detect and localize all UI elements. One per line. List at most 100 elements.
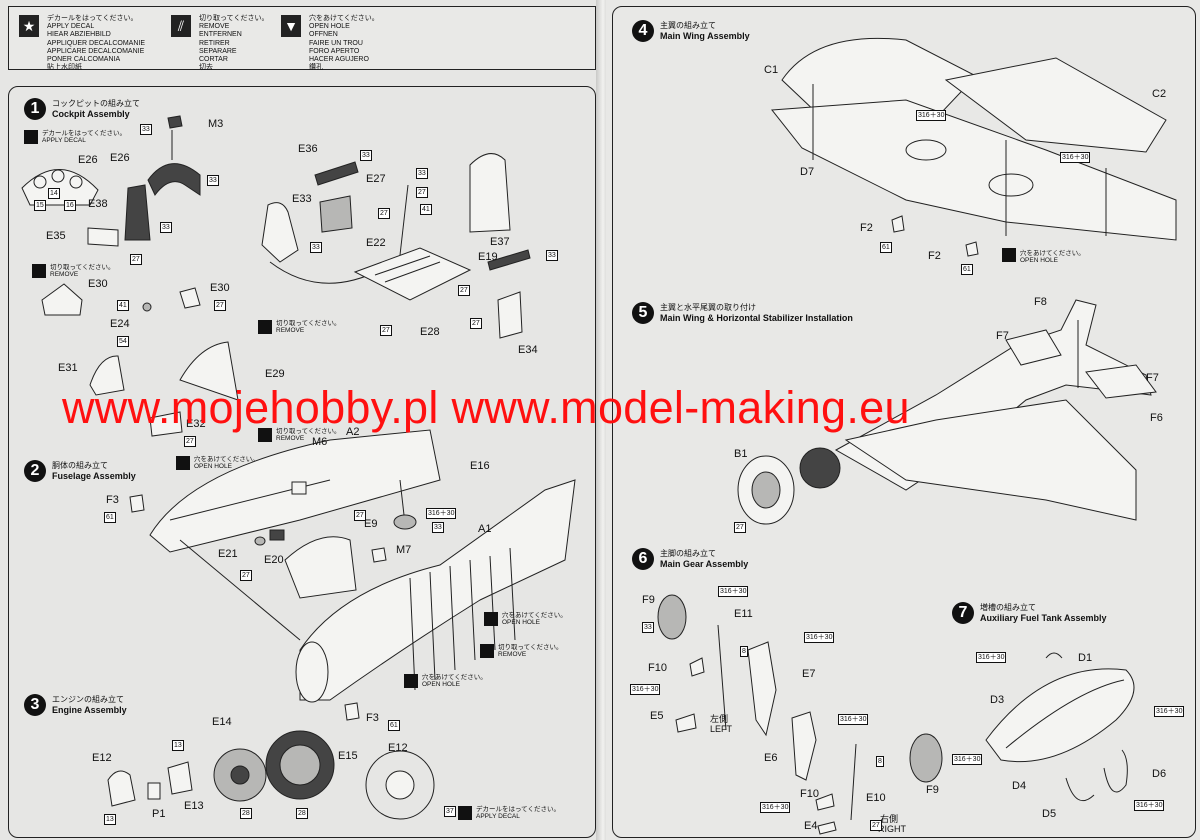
step-title-en: Main Gear Assembly <box>660 559 749 569</box>
part-e28-drawing <box>353 247 472 301</box>
side-label-right-en: RIGHT <box>878 824 906 834</box>
side-label-right-jp: 右側 <box>880 814 899 824</box>
step-number: 1 <box>24 98 46 120</box>
note-jp: 穴をあけてください。 <box>422 674 487 681</box>
paint-code: 316＋30 <box>976 652 1007 663</box>
part-label: B1 <box>734 448 748 460</box>
side-label-left-en: LEFT <box>710 724 733 734</box>
part-e35-drawing <box>87 227 119 247</box>
part-label: F7 <box>1146 372 1159 384</box>
legend-text: 切去 <box>199 64 213 72</box>
part-label: E37 <box>490 236 510 248</box>
legend-text: SEPARARE <box>199 47 237 55</box>
paint-code: 316＋30 <box>630 684 661 695</box>
part-label: E11 <box>734 608 753 620</box>
paint-code: 61 <box>388 720 400 731</box>
paint-code: 316＋30 <box>760 802 791 813</box>
part-label: E10 <box>866 792 886 804</box>
step-number: 7 <box>952 602 974 624</box>
watermark-text: www.mojehobby.pl www.model-making.eu <box>62 382 910 433</box>
wing-lower-d7-drawing <box>771 99 1177 241</box>
part-label: F2 <box>928 250 941 262</box>
part-e38-drawing <box>124 184 151 241</box>
legend-text: APPLY DECAL <box>47 23 95 31</box>
paint-code: 27 <box>130 254 142 265</box>
cut-icon <box>32 264 46 278</box>
paint-code: 41 <box>117 300 129 311</box>
paint-code: 27 <box>214 300 226 311</box>
note-jp: 切り取ってください。 <box>276 320 341 327</box>
part-label: E19 <box>478 251 498 263</box>
engine-e12-ring-drawing <box>365 750 435 820</box>
drill-icon <box>176 456 190 470</box>
legend-text: APPLICARE DECALCOMANIE <box>47 47 145 55</box>
step-title-jp: 増槽の組み立て <box>980 603 1036 612</box>
part-label: D5 <box>1042 808 1057 820</box>
legend-text: FORO APERTO <box>309 47 360 55</box>
instrument-panel-drawing <box>21 169 99 206</box>
paint-code: 27 <box>184 436 196 447</box>
paint-code: 27 <box>416 187 428 198</box>
part-label: E32 <box>186 418 206 430</box>
legend-text: CORTAR <box>199 56 228 64</box>
remove-note: 切り取ってください。REMOVE <box>498 644 562 658</box>
part-label: E28 <box>420 326 440 338</box>
part-label: E9 <box>364 518 378 530</box>
side-label-left-jp: 左側 <box>710 714 729 724</box>
step-title-en: Main Wing & Horizontal Stabilizer Instal… <box>660 313 853 323</box>
paint-code: 61 <box>880 242 892 253</box>
legend-text: 切り取ってください。 <box>199 15 269 22</box>
step-title-jp: 胴体の組み立て <box>52 461 108 470</box>
left-page: ★ デカールをはってください。 APPLY DECAL HIEAR ABZIEH… <box>8 6 596 838</box>
part-label: E13 <box>184 800 204 812</box>
wheel-f9-right-drawing <box>909 733 943 783</box>
legend-text: APPLIQUER DECALCOMANIE <box>47 39 146 47</box>
part-e29-drawing <box>179 341 239 401</box>
paint-code: 27 <box>354 510 366 521</box>
part-label: E12 <box>388 742 408 754</box>
part-label: E26 <box>78 154 98 166</box>
paint-code: 316＋30 <box>804 632 835 643</box>
paint-code: 61 <box>961 264 973 275</box>
paint-code: 28 <box>240 808 252 819</box>
legend-text: RETIRER <box>199 39 230 47</box>
legend-text: OFFNEN <box>309 31 338 39</box>
part-e12-drawing <box>107 770 136 807</box>
paint-code: 8 <box>876 756 884 767</box>
symbol-legend: ★ デカールをはってください。 APPLY DECAL HIEAR ABZIEH… <box>8 6 596 72</box>
legend-text: OPEN HOLE <box>309 23 350 31</box>
note-en: APPLY DECAL <box>42 137 86 145</box>
legend-text: HIEAR ABZIEHBILD <box>47 31 111 39</box>
paint-code: 33 <box>416 168 428 179</box>
paint-code: 316＋30 <box>426 508 457 519</box>
note-en: REMOVE <box>498 651 527 659</box>
step-title-en: Cockpit Assembly <box>52 109 130 119</box>
paint-code: 33 <box>432 522 444 533</box>
wheel-f9-drawing <box>657 594 687 640</box>
cut-icon <box>258 428 272 442</box>
step-number: 2 <box>24 460 46 482</box>
paint-code: 14 <box>48 188 60 199</box>
paint-code: 316＋30 <box>1134 800 1165 811</box>
paint-code: 316＋30 <box>1154 706 1185 717</box>
part-label: D4 <box>1012 780 1027 792</box>
part-e36-drawing <box>314 161 359 186</box>
apply-decal-icon <box>458 806 472 820</box>
note-jp: 穴をあけてください。 <box>502 612 567 619</box>
paint-code: 33 <box>160 222 172 233</box>
engine-installed-drawing <box>799 447 841 489</box>
part-e31-drawing <box>89 355 125 396</box>
paint-code: 316＋30 <box>838 714 869 725</box>
part-label: E30 <box>210 282 230 294</box>
part-label: E6 <box>764 752 778 764</box>
fuel-tank-d3-d4-drawing <box>985 668 1135 763</box>
part-label: E36 <box>298 143 318 155</box>
step-title-en: Engine Assembly <box>52 705 127 715</box>
note-en: OPEN HOLE <box>422 681 460 689</box>
paint-code: 33 <box>207 175 219 186</box>
paint-code: 13 <box>172 740 184 751</box>
open-hole-note: 穴をあけてください。OPEN HOLE <box>1020 250 1085 264</box>
gear-door-e6-drawing <box>791 711 817 781</box>
right-page-drawings <box>657 37 1177 835</box>
